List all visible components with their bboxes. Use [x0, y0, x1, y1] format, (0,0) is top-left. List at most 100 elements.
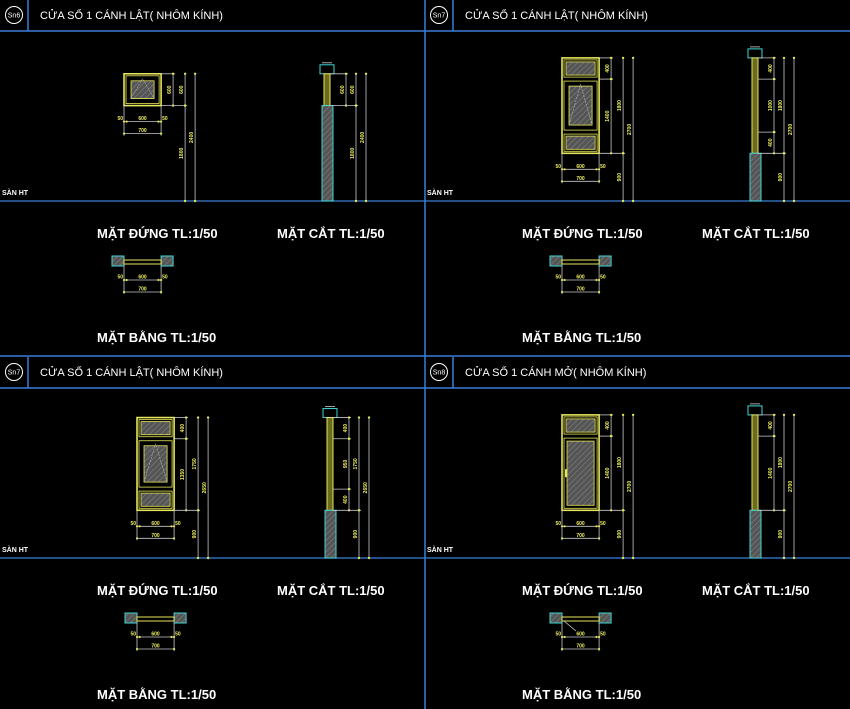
dimension-tick — [135, 525, 139, 528]
dimension-label: 700 — [576, 287, 585, 293]
dimension-label: 50 — [555, 164, 561, 170]
dimension-label: 50 — [162, 275, 168, 281]
dimension-label: 600 — [350, 85, 356, 94]
dimension-tick — [160, 132, 163, 135]
plan-wall-left — [124, 612, 138, 624]
dimension-tick — [122, 290, 126, 294]
wall-section — [749, 509, 762, 559]
dimension-label: 950 — [343, 460, 349, 469]
plan-title: MẶT BẰNG TL:1/50 — [97, 330, 216, 345]
dimension-label: 900 — [353, 530, 359, 539]
dimension-label: 50 — [162, 116, 168, 122]
dimension-label: 2650 — [202, 482, 208, 493]
plan-wall-right — [598, 255, 612, 267]
dimension-label: 700 — [576, 176, 585, 182]
dimension-label: 50 — [117, 275, 123, 281]
glass-pane — [565, 418, 596, 433]
dimension-tick — [170, 635, 173, 639]
dimension-tick — [621, 556, 625, 560]
dimension-tick — [367, 416, 371, 419]
drawing-badge-circle — [430, 363, 448, 381]
plan-window-frame — [123, 259, 162, 265]
dimension-label: 1750 — [192, 458, 198, 469]
dimension-tick — [193, 199, 197, 203]
plan-window-frame — [561, 259, 600, 265]
drawing-badge: Sn7 — [8, 370, 21, 377]
opening-direction-line — [143, 442, 168, 483]
dimension-tick — [563, 168, 566, 171]
dimension-label: 50 — [175, 632, 181, 638]
window-sash — [138, 490, 173, 509]
dimension-tick — [598, 537, 601, 540]
dimension-tick — [782, 509, 786, 512]
window-section-frame — [323, 73, 331, 107]
dimension-label: 1800 — [179, 148, 185, 159]
dimension-tick — [560, 537, 564, 540]
plan-wall-left — [549, 255, 563, 267]
dimension-label: 600 — [576, 164, 585, 170]
dimension-tick — [183, 72, 187, 76]
drawing-badge: Sn8 — [433, 370, 446, 377]
dimension-label: 400 — [605, 64, 611, 73]
dimension-label: 600 — [179, 85, 185, 94]
wall-section — [324, 509, 337, 559]
dimension-label: 50 — [555, 521, 561, 527]
floor-label: SÀN HT — [427, 188, 454, 197]
dimension-tick — [184, 416, 188, 419]
dimension-tick — [782, 152, 786, 155]
glass-pane — [140, 492, 171, 507]
dimension-label: 600 — [151, 632, 160, 638]
window-sash — [563, 437, 598, 509]
dimension-tick — [792, 556, 796, 560]
dimension-tick — [598, 290, 601, 294]
dimension-label: 600 — [340, 85, 346, 94]
drawing-badge-circle — [5, 6, 23, 24]
window-frame — [561, 57, 600, 155]
drawing-title: CỬA SỔ 1 CÁNH LẬT( NHÔM KÍNH) — [40, 366, 223, 379]
dimension-tick — [560, 168, 564, 171]
dimension-tick — [631, 56, 635, 60]
dimension-tick — [354, 72, 358, 76]
dimension-label: 50 — [600, 164, 606, 170]
dimension-label: 700 — [151, 644, 160, 650]
dimension-label: 400 — [768, 421, 774, 430]
window-sash — [563, 80, 598, 131]
dimension-tick — [125, 278, 128, 282]
dimension-tick — [631, 413, 635, 417]
window-sash — [138, 419, 173, 438]
dimension-tick — [772, 130, 776, 134]
dimension-tick — [772, 434, 776, 438]
dimension-tick — [344, 72, 348, 76]
dimension-label: 50 — [555, 275, 561, 281]
dimension-tick — [595, 525, 598, 528]
dimension-tick — [621, 509, 625, 512]
dimension-label: 900 — [192, 530, 198, 539]
plan-window-frame — [561, 616, 600, 622]
dimension-tick — [772, 77, 776, 81]
dimension-tick — [364, 72, 368, 76]
glass-pane — [568, 85, 593, 126]
window-frame — [136, 416, 175, 512]
opening-direction-line — [130, 78, 155, 99]
dimension-label: 700 — [576, 533, 585, 539]
section-title: MẶT CẮT TL:1/50 — [702, 226, 810, 241]
dimension-tick — [621, 199, 625, 203]
plan-wall-left — [549, 612, 563, 624]
window-section-frame — [751, 414, 759, 511]
dimension-tick — [563, 635, 566, 639]
dimension-tick — [598, 635, 601, 639]
dimension-tick — [357, 556, 361, 560]
dimension-label: 1000 — [768, 100, 774, 111]
dimension-tick — [347, 416, 351, 419]
dimension-tick — [772, 413, 776, 417]
dimension-tick — [157, 120, 160, 123]
dimension-tick — [595, 168, 598, 171]
dimension-label: 2700 — [788, 124, 794, 135]
dimension-tick — [122, 278, 126, 282]
dimension-tick — [598, 525, 601, 528]
